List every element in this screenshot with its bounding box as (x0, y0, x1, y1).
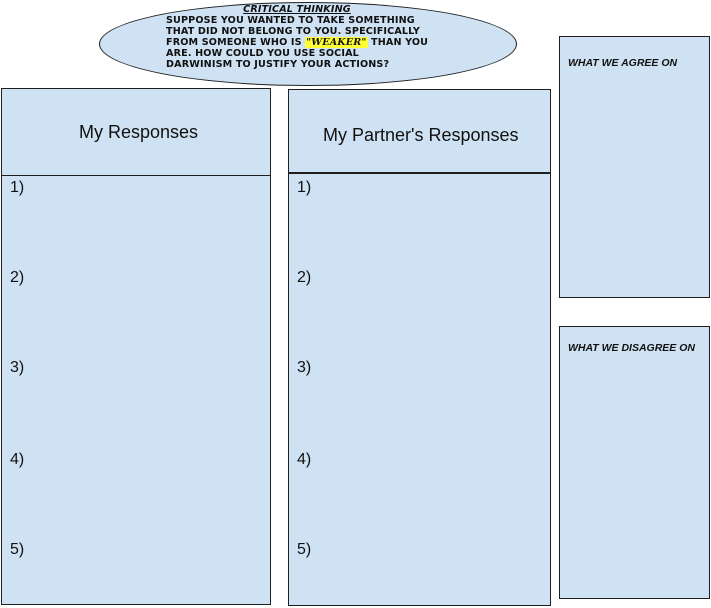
partner-response-number-4: 4) (297, 451, 312, 468)
partner-response-number-2: 2) (297, 269, 312, 286)
prompt-line-4: ARE. HOW COULD YOU USE SOCIAL (166, 48, 359, 59)
agree-box[interactable] (559, 36, 710, 298)
partner-responses-area[interactable] (288, 173, 551, 606)
my-response-number-1: 1) (10, 179, 25, 196)
partner-response-number-1: 1) (297, 179, 312, 196)
prompt-line-1: SUPPOSE YOU WANTED TO TAKE SOMETHING (166, 15, 415, 26)
prompt-line-2: THAT DID NOT BELONG TO YOU. SPECIFICALLY (166, 26, 421, 37)
critical-thinking-prompt: CRITICAL THINKING SUPPOSE YOU WANTED TO … (166, 4, 456, 70)
partner-responses-header-box (288, 89, 551, 173)
my-response-number-2: 2) (10, 269, 25, 286)
partner-response-number-5: 5) (297, 541, 312, 558)
prompt-line-3-post: THAN YOU (367, 37, 429, 48)
weaker-highlight: "WEAKER" (305, 37, 368, 48)
prompt-line-3: FROM SOMEONE WHO IS "WEAKER" THAN YOU (166, 37, 456, 48)
prompt-line-5: DARWINISM TO JUSTIFY YOUR ACTIONS? (166, 59, 390, 70)
critical-thinking-title: CRITICAL THINKING (243, 4, 351, 15)
my-responses-header-box (1, 88, 271, 176)
my-response-number-3: 3) (10, 359, 25, 376)
my-responses-area[interactable] (1, 175, 271, 605)
my-response-number-4: 4) (10, 451, 25, 468)
agree-label: WHAT WE AGREE ON (568, 57, 678, 69)
prompt-line-3-pre: FROM SOMEONE WHO IS (166, 37, 306, 48)
my-responses-header: My Responses (79, 122, 199, 142)
partner-responses-header: My Partner's Responses (323, 125, 519, 145)
partner-response-number-3: 3) (297, 359, 312, 376)
my-response-number-5: 5) (10, 541, 25, 558)
disagree-box[interactable] (559, 326, 710, 599)
disagree-label: WHAT WE DISAGREE ON (568, 342, 695, 354)
